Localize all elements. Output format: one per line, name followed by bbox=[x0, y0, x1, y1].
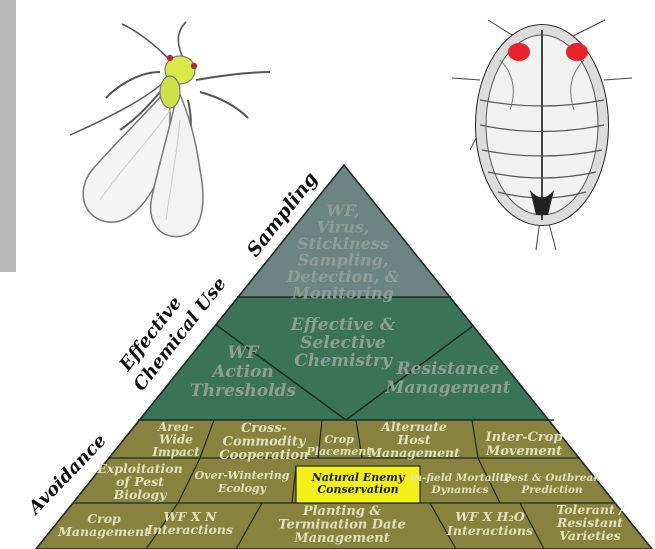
in-field-mortality-dynamics-text-line: In-field Mortality bbox=[409, 472, 512, 484]
area-wide-impact-text-line: Impact bbox=[151, 445, 200, 459]
wf-action-thresholds-text-line: Thresholds bbox=[190, 381, 296, 401]
resistance-management-text-line: Resistance bbox=[396, 359, 500, 379]
sampling-tier-text-line: Monitoring bbox=[291, 284, 393, 303]
whitefly-nymph-illustration bbox=[452, 20, 632, 250]
cross-commodity-cooperation-text-line: Cooperation bbox=[219, 448, 308, 463]
over-wintering-ecology-text-line: Over-Wintering bbox=[195, 469, 290, 482]
effective-selective-chemistry-text-line: Effective & bbox=[290, 315, 396, 335]
in-field-mortality-dynamics-text-line: Dynamics bbox=[430, 484, 488, 496]
effective-selective-chemistry-text-line: Chemistry bbox=[294, 351, 393, 371]
wf-x-h2o-interactions-text-line: WF X H₂O bbox=[455, 509, 525, 524]
whitefly-adult-illustration bbox=[70, 22, 270, 237]
tolerant-resistant-varieties-text-line: Varieties bbox=[559, 528, 620, 543]
crop-placement-text-line: Placement bbox=[306, 445, 372, 458]
over-wintering-ecology-text-line: Ecology bbox=[217, 482, 268, 495]
effective-selective-chemistry-text-line: Selective bbox=[300, 333, 386, 353]
crop-management-text-line: Management bbox=[57, 524, 150, 539]
pest-outbreak-prediction-text-line: Pest & Outbreak bbox=[502, 472, 600, 484]
inter-crop-movement-text-line: Movement bbox=[485, 444, 562, 459]
pest-outbreak-prediction-text-line: Prediction bbox=[520, 484, 582, 496]
wf-action-thresholds-text-line: Action bbox=[210, 362, 274, 382]
inter-crop-movement-text-line: Inter-Crop bbox=[484, 430, 562, 445]
resistance-management-text-line: Management bbox=[385, 378, 511, 398]
natural-enemy-conservation-text-line: Conservation bbox=[317, 483, 398, 496]
alternate-host-management-text-line: Management bbox=[367, 445, 460, 460]
wf-x-h2o-interactions-text-line: Interactions bbox=[446, 523, 533, 538]
planting-termination-text-line: Management bbox=[293, 531, 390, 546]
wf-x-n-interactions-text-line: Interactions bbox=[146, 522, 233, 537]
exploitation-of-pest-biology-text-line: Biology bbox=[113, 487, 167, 502]
wf-action-thresholds-text-line: WF bbox=[227, 343, 260, 363]
